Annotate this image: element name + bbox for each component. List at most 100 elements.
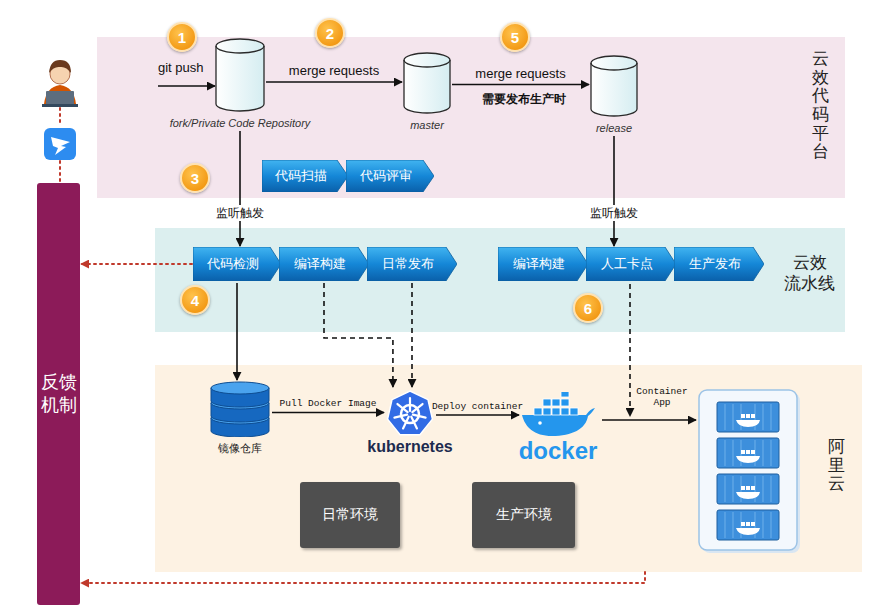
pipeline-step: 日常发布	[367, 247, 457, 281]
cylinder-shape	[590, 55, 638, 117]
dingtalk-icon-part	[51, 137, 70, 155]
pipeline-step: 人工卡点	[586, 247, 676, 281]
edge-label: 监听触发	[587, 205, 641, 221]
cylinder-shape-part	[404, 53, 450, 113]
pipeline-step: 代码扫描	[262, 160, 348, 192]
band-title: 阿里云	[828, 438, 845, 494]
connector	[452, 84, 589, 86]
cylinder-shape-part	[404, 60, 450, 67]
chevron-shape-part	[674, 247, 764, 281]
user-icon-part	[46, 91, 74, 105]
environment-box: 日常环境	[300, 482, 400, 548]
docker-whale-part	[543, 399, 551, 406]
connector	[613, 136, 615, 246]
feedback-bar: 反馈机制	[37, 183, 80, 605]
logo-label: kubernetes	[367, 438, 452, 456]
cylinder-shape-part	[591, 56, 637, 116]
repository-cylinder: master	[403, 52, 451, 131]
pipeline-step: 编译构建	[279, 247, 369, 281]
chevron-shape-part	[193, 247, 281, 281]
edge-label: Deploy container	[432, 401, 523, 412]
container-stack-part	[717, 402, 779, 432]
connector	[436, 414, 519, 416]
swimlane-band: 云效 流水线代码检测编译构建日常发布编译构建人工卡点生产发布	[155, 228, 845, 332]
callout-number: 6	[573, 293, 603, 323]
connector	[81, 263, 192, 265]
release-deploy-dashed-arrow	[629, 284, 631, 416]
repository-label: master	[410, 119, 444, 131]
kubernetes-logo-part	[403, 417, 409, 429]
kubernetes-logo	[385, 388, 435, 438]
container-app-arrow	[602, 419, 696, 421]
callout-number: 2	[315, 18, 345, 48]
user-icon	[42, 60, 78, 107]
docker-whale-part	[561, 392, 569, 397]
step-label: 生产发布	[689, 255, 741, 273]
docker-whale-part	[552, 408, 560, 415]
cylinder-shape	[403, 52, 451, 114]
container-stack	[699, 390, 800, 553]
pipeline-step: 生产发布	[674, 247, 764, 281]
annotation-label: 需要发布生产时	[482, 92, 566, 106]
docker-node: docker	[519, 392, 598, 464]
docker-whale	[520, 392, 596, 438]
cylinder-shape-part	[216, 46, 264, 53]
annotation-label: Container App	[634, 386, 690, 409]
repository-label: release	[596, 122, 632, 134]
docker-whale-part	[522, 408, 595, 436]
feedback-dotted-line	[59, 108, 61, 182]
user-icon-part	[44, 85, 76, 104]
connector	[272, 412, 384, 414]
dingtalk-icon-part	[44, 128, 76, 160]
kubernetes-node: kubernetes	[367, 388, 452, 456]
repository-label: fork/Private Code Repository	[170, 117, 311, 129]
chevron-shape-part	[586, 247, 676, 281]
pipeline-step: 代码评审	[346, 160, 434, 192]
step-label: 日常发布	[382, 255, 434, 273]
annotation-label: git push	[158, 60, 204, 76]
environment-label: 生产环境	[496, 506, 552, 524]
band-title: 云效 流水线	[784, 252, 836, 295]
kubernetes-logo-part	[413, 415, 426, 418]
docker-whale-part	[543, 408, 551, 415]
cylinder-shape	[215, 38, 265, 112]
chevron-shape-part	[498, 247, 588, 281]
step-label: 代码扫描	[275, 167, 327, 185]
step-label: 编译构建	[294, 255, 346, 273]
registry-label: 镜像仓库	[218, 441, 262, 456]
edge-label: 监听触发	[213, 205, 267, 221]
user-icon-part	[49, 60, 71, 73]
edge-label: merge requests	[289, 63, 379, 79]
database-icon-part	[211, 382, 269, 394]
kubernetes-logo-part	[412, 404, 422, 412]
callout-number: 4	[180, 285, 210, 315]
docker-whale-part	[534, 408, 542, 415]
chevron-shape-part	[262, 160, 348, 192]
edge-label: merge requests	[475, 66, 565, 82]
connector	[81, 572, 645, 583]
connector	[324, 283, 393, 387]
docker-whale-part	[570, 408, 578, 415]
docker-whale-part	[538, 421, 542, 425]
container-stack-part	[699, 390, 797, 550]
swimlane-band: 阿里云 镜像仓库 kubernetes docker 日常环境 生产环境	[155, 365, 862, 572]
step-label: 代码评审	[360, 167, 412, 185]
logo-label: docker	[519, 438, 598, 464]
dingtalk-icon	[44, 128, 76, 160]
pipeline-step: 编译构建	[498, 247, 588, 281]
git-push-arrow	[158, 85, 215, 87]
chevron-shape-part	[346, 160, 434, 192]
connector	[236, 283, 238, 380]
image-registry: 镜像仓库	[209, 381, 271, 456]
step-label: 代码检测	[207, 255, 259, 273]
connector	[266, 81, 402, 83]
kubernetes-logo-part	[388, 391, 433, 435]
chevron-shape-part	[279, 247, 369, 281]
kubernetes-logo-part	[394, 415, 407, 418]
user-icon-part	[50, 64, 70, 84]
swimlane-band: 云效代码平台fork/Private Code Repositorymaster…	[97, 37, 845, 198]
callout-number: 5	[500, 22, 530, 52]
kubernetes-logo-part	[397, 404, 407, 412]
environment-label: 日常环境	[322, 506, 378, 524]
